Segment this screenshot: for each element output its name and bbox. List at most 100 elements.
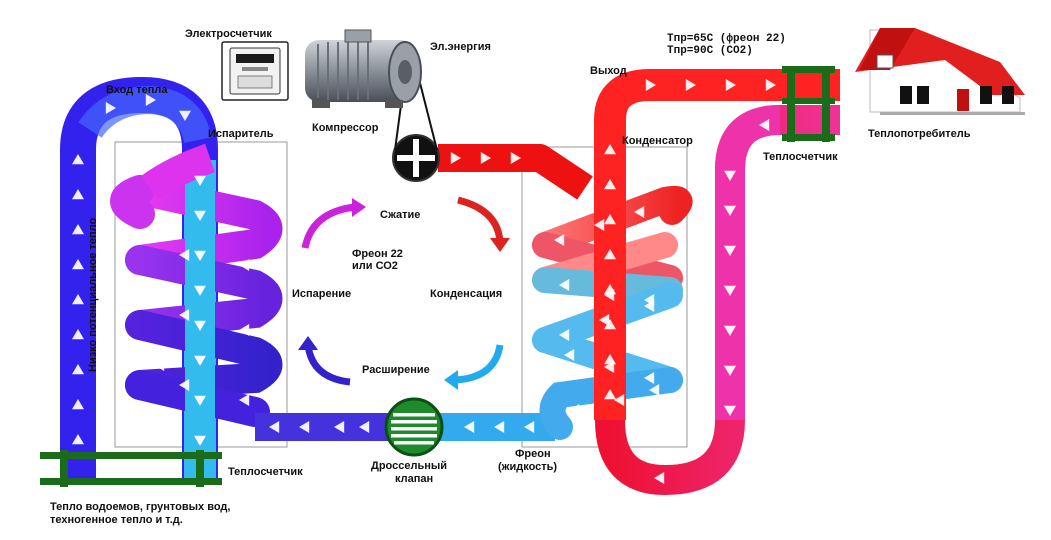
flow-arrow-marker	[194, 320, 206, 331]
flow-arrow-marker	[724, 170, 736, 181]
flow-arrow-marker	[480, 152, 491, 164]
flow-arrow-marker	[604, 179, 616, 190]
compressor-label: Компрессор	[312, 122, 379, 134]
flow-arrow-marker	[724, 205, 736, 216]
flow-arrow-marker	[269, 421, 280, 433]
flow-arrow-marker	[194, 285, 206, 296]
freon-label-2: или СО2	[352, 260, 398, 272]
flow-arrow-marker	[154, 294, 165, 306]
flow-arrow-marker	[72, 434, 84, 445]
flow-arrow-marker	[299, 421, 310, 433]
heat-sources-label-2: техногенное тепло и т.д.	[50, 514, 183, 526]
flow-arrow-marker	[239, 324, 250, 336]
flow-arrow-marker	[759, 119, 770, 131]
heat-meter-bottom[interactable]	[40, 450, 222, 487]
throttle-label-1: Дроссельный	[371, 460, 447, 472]
flow-arrow-marker	[194, 210, 206, 221]
heat-input-label: Вход тепла	[106, 84, 168, 96]
flow-arrow-marker	[564, 349, 575, 361]
flow-arrow-marker	[194, 435, 206, 446]
electric-meter-icon	[221, 41, 289, 101]
electric-meter-label: Электросчетчик	[185, 28, 272, 40]
flow-arrow-marker	[654, 472, 665, 484]
flow-arrow-marker	[724, 365, 736, 376]
flow-arrow-marker	[194, 355, 206, 366]
flow-arrow-marker	[594, 219, 605, 231]
flow-arrow-marker	[494, 421, 505, 433]
flow-arrow-marker	[724, 245, 736, 256]
flow-arrow-marker	[554, 234, 565, 246]
flow-arrow-marker	[72, 224, 84, 235]
flow-arrow-marker	[604, 284, 616, 295]
heat-meter-top-label: Теплосчетчик	[763, 151, 838, 163]
flow-arrow-marker	[179, 110, 191, 121]
discharge-pipe	[438, 144, 593, 200]
flow-arrow-marker	[72, 364, 84, 375]
flow-arrow-marker	[355, 152, 366, 164]
flow-arrow-marker	[194, 175, 206, 186]
flow-markers	[72, 79, 776, 484]
cycle-arrows	[298, 196, 510, 390]
house-icon	[855, 28, 1025, 115]
flow-arrow-marker	[724, 285, 736, 296]
heat-meter-bottom-label: Теплосчетчик	[228, 466, 303, 478]
flow-arrow-marker	[644, 372, 655, 384]
flow-arrow-marker	[649, 384, 660, 396]
flow-arrow-marker	[645, 79, 656, 91]
flow-arrow-marker	[644, 300, 655, 312]
flow-arrow-marker	[72, 189, 84, 200]
flow-arrow-marker	[239, 259, 250, 271]
flow-arrow-marker	[72, 399, 84, 410]
heat-meter-top[interactable]	[782, 66, 835, 142]
flow-arrow-marker	[725, 79, 736, 91]
throttle-valve[interactable]	[384, 397, 444, 457]
flow-arrow-marker	[724, 405, 736, 416]
flow-arrow-marker	[72, 294, 84, 305]
freon-label-1: Фреон 22	[352, 248, 403, 260]
heat-sources-label-1: Тепло водоемов, грунтовых вод,	[50, 501, 230, 513]
flow-arrow-marker	[325, 152, 336, 164]
flow-arrow-marker	[194, 250, 206, 261]
flow-arrow-marker	[559, 329, 570, 341]
electric-energy-label: Эл.энергия	[430, 41, 491, 53]
flow-arrow-marker	[604, 389, 616, 400]
temp-line-1: Тпр=65С (фреон 22)	[667, 32, 786, 45]
flow-arrow-marker	[604, 144, 616, 155]
expansion-label: Расширение	[362, 364, 430, 376]
flow-arrow-marker	[685, 79, 696, 91]
flow-arrow-marker	[194, 395, 206, 406]
flow-arrow-marker	[359, 421, 370, 433]
temp-line-2: Тпр=90С (СО2)	[667, 45, 753, 57]
low-potential-heat-label: Низко потенциальное тепло	[87, 218, 99, 372]
flow-arrow-marker	[604, 319, 616, 330]
evaporator-label: Испаритель	[208, 128, 274, 140]
electric-motor-icon	[305, 29, 422, 108]
freon-liquid-label-1: Фреон	[515, 448, 551, 460]
flow-arrow-marker	[72, 259, 84, 270]
flow-arrow-marker	[464, 421, 475, 433]
flow-arrow-marker	[239, 394, 250, 406]
flow-arrow-marker	[614, 394, 625, 406]
flow-arrow-marker	[105, 102, 116, 114]
flow-arrow-marker	[179, 309, 190, 321]
flow-arrow-marker	[559, 279, 570, 291]
flow-arrow-marker	[724, 325, 736, 336]
evaporation-label: Испарение	[292, 288, 351, 300]
flow-arrow-marker	[72, 329, 84, 340]
compressor-symbol[interactable]	[392, 134, 440, 182]
flow-arrow-marker	[604, 354, 616, 365]
flow-arrow-marker	[179, 249, 190, 261]
flow-arrow-marker	[599, 314, 610, 326]
compression-label: Сжатие	[380, 209, 420, 221]
flow-arrow-marker	[295, 152, 306, 164]
output-label: Выход	[590, 65, 627, 77]
flow-arrow-marker	[604, 249, 616, 260]
flow-arrow-marker	[450, 152, 461, 164]
flow-arrow-marker	[260, 152, 271, 164]
flow-arrow-marker	[230, 152, 241, 164]
condensation-label: Конденсация	[430, 288, 502, 300]
flow-arrow-marker	[634, 206, 645, 218]
freon-liquid-label-2: (жидкость)	[498, 461, 557, 473]
condenser-label: Конденсатор	[622, 135, 693, 147]
flow-arrow-marker	[334, 421, 345, 433]
